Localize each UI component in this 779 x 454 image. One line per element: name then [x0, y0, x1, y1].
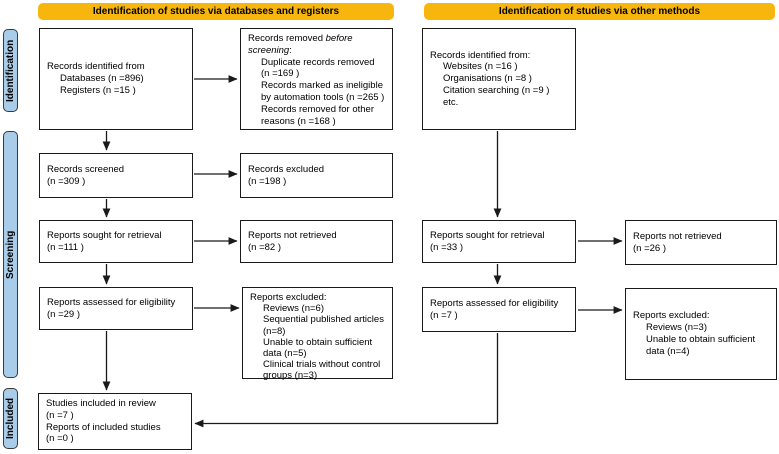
box-reports-assessed-databases: Reports assessed for eligibility(n =29 ): [39, 287, 193, 330]
box-records-screened: Records screened(n =309 ): [39, 153, 193, 198]
box-records-identified-other: Records identified from:Websites (n =16 …: [422, 28, 576, 130]
sidebar-label-screening: Screening: [3, 131, 18, 378]
box-studies-included: Studies included in review(n =7 )Reports…: [38, 393, 192, 450]
banner-other-methods: Identification of studies via other meth…: [424, 3, 775, 20]
box-reports-sought-other: Reports sought for retrieval(n =33 ): [422, 220, 576, 263]
box-reports-sought-databases: Reports sought for retrieval(n =111 ): [39, 220, 193, 263]
sidebar-label-identification: Identification: [3, 29, 18, 112]
box-reports-not-retrieved-databases: Reports not retrieved(n =82 ): [240, 220, 393, 263]
box-reports-assessed-other: Reports assessed for eligibility(n =7 ): [422, 287, 576, 332]
box-reports-not-retrieved-other: Reports not retrieved(n =26 ): [625, 220, 777, 265]
banner-databases-and-registers: Identification of studies via databases …: [38, 3, 394, 20]
box-reports-excluded-other: Reports excluded:Reviews (n=3)Unable to …: [625, 288, 777, 380]
box-records-excluded: Records excluded(n =198 ): [240, 153, 393, 198]
sidebar-label-included: Included: [3, 388, 18, 449]
box-reports-excluded-databases: Reports excluded:Reviews (n=6)Sequential…: [242, 287, 393, 381]
